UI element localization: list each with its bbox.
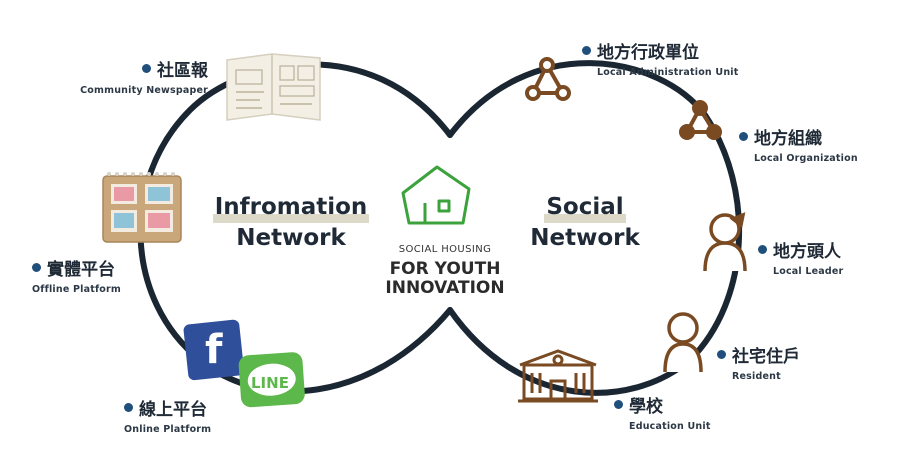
- node-label-en: Offline Platform: [32, 284, 121, 295]
- logo-line1: SOCIAL HOUSING: [398, 244, 492, 255]
- bullet-dot: [32, 263, 41, 272]
- bullet-dot: [582, 46, 591, 55]
- node-offline-platform: 實體平台 Offline Platform: [32, 255, 121, 295]
- house-outline-icon: [401, 165, 471, 225]
- node-label-zh: 學校: [629, 397, 663, 417]
- bullet-dot: [717, 350, 726, 359]
- node-label-en: Resident: [732, 371, 781, 382]
- triangle-network-icon: [525, 57, 571, 101]
- node-local-administration-unit: 地方行政單位 Local Administration Unit: [582, 38, 738, 78]
- social-network-line1: Social: [544, 192, 626, 223]
- node-label-en: Local Administration Unit: [597, 67, 739, 78]
- node-education-unit: 學校 Education Unit: [614, 392, 711, 432]
- node-label-zh: 實體平台: [47, 260, 115, 280]
- node-local-organization: 地方組織 Local Organization: [739, 124, 858, 164]
- social-network-line2: Network: [530, 225, 640, 251]
- node-label-zh: 地方行政單位: [597, 43, 699, 63]
- node-label-zh: 社區報: [157, 61, 208, 81]
- resident-person-icon: [663, 312, 703, 373]
- node-online-platform: 線上平台 Online Platform: [124, 395, 211, 435]
- bullet-dot: [758, 245, 767, 254]
- logo-line2: FOR YOUTH: [389, 259, 501, 279]
- node-label-zh: 線上平台: [139, 400, 207, 420]
- facebook-icon: [183, 319, 244, 381]
- information-network-title: Infromation Network: [206, 192, 376, 254]
- social-network-title: Social Network: [510, 192, 660, 254]
- node-label-zh: 地方頭人: [773, 242, 841, 262]
- bullet-dot: [142, 64, 151, 73]
- bullet-dot: [614, 400, 623, 409]
- school-building-icon: [518, 349, 598, 403]
- information-network-line2: Network: [236, 225, 346, 251]
- node-community-newspaper: 社區報 Community Newspaper: [68, 56, 208, 96]
- information-network-line1: Infromation: [212, 192, 370, 223]
- triangle-network-filled-icon: [679, 100, 722, 140]
- newspaper-icon: [226, 53, 321, 121]
- node-label-zh: 地方組織: [754, 129, 822, 149]
- line-glyph: LINE: [251, 374, 289, 392]
- logo-line3: INNOVATION: [385, 278, 505, 298]
- node-label-en: Local Organization: [754, 153, 858, 164]
- node-label-zh: 社宅住戶: [732, 347, 800, 367]
- node-label-en: Local Leader: [773, 266, 844, 277]
- node-label-en: Community Newspaper: [80, 85, 208, 96]
- node-label-en: Education Unit: [629, 421, 711, 432]
- facebook-glyph: f: [205, 327, 223, 373]
- node-resident: 社宅住戶 Resident: [717, 342, 800, 382]
- line-icon: [238, 352, 305, 408]
- logo-line2-3: FOR YOUTH INNOVATION: [370, 260, 520, 298]
- bulletin-board-icon: [102, 172, 182, 243]
- node-label-en: Online Platform: [124, 424, 212, 435]
- bullet-dot: [739, 132, 748, 141]
- node-local-leader: 地方頭人 Local Leader: [758, 237, 843, 277]
- leader-person-icon: [703, 212, 747, 272]
- bullet-dot: [124, 403, 133, 412]
